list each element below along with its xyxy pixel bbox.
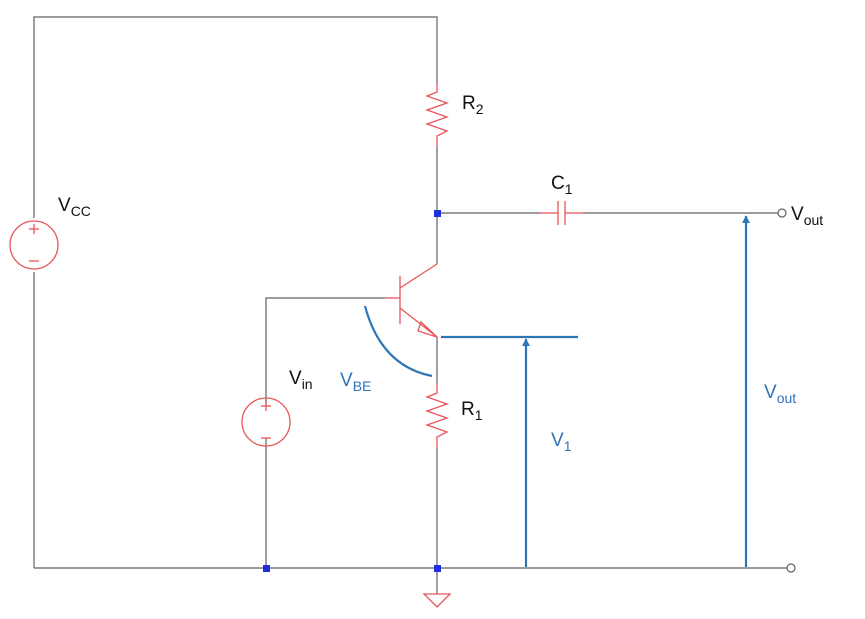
vcc-label: VCC xyxy=(58,195,91,219)
vout-arrow-label: Vout xyxy=(764,382,796,406)
r2-resistor xyxy=(425,83,449,147)
v1-label: V1 xyxy=(551,430,572,454)
r1-resistor xyxy=(425,384,449,448)
vcc-source xyxy=(9,220,59,270)
r1-label: R1 xyxy=(461,399,483,423)
vbe-label: VBE xyxy=(340,370,371,394)
ground-terminal[interactable] xyxy=(786,563,796,573)
components xyxy=(9,83,583,608)
vin-ground-junction-node xyxy=(263,565,270,572)
c1-label: C1 xyxy=(551,173,573,197)
junction-nodes xyxy=(263,210,441,572)
r2-label: R2 xyxy=(462,93,484,117)
wires xyxy=(33,16,787,594)
vin-source xyxy=(241,397,291,447)
ground-symbol xyxy=(422,593,452,608)
annotations xyxy=(363,215,750,567)
vbe-arc xyxy=(363,305,433,378)
vout-terminal-label: Vout xyxy=(791,204,823,228)
emitter-ground-junction-node xyxy=(434,565,441,572)
labels: VCC R2 C1 Vout Vin VBE R1 V1 Vout xyxy=(58,93,823,454)
vout-terminal[interactable] xyxy=(777,208,787,218)
collector-junction-node xyxy=(434,210,441,217)
top-rail-wire xyxy=(33,16,438,218)
npn-transistor xyxy=(385,263,438,338)
base-wire xyxy=(265,297,385,406)
c1-capacitor xyxy=(540,201,583,225)
terminals xyxy=(777,208,796,573)
vin-label: Vin xyxy=(289,368,313,392)
